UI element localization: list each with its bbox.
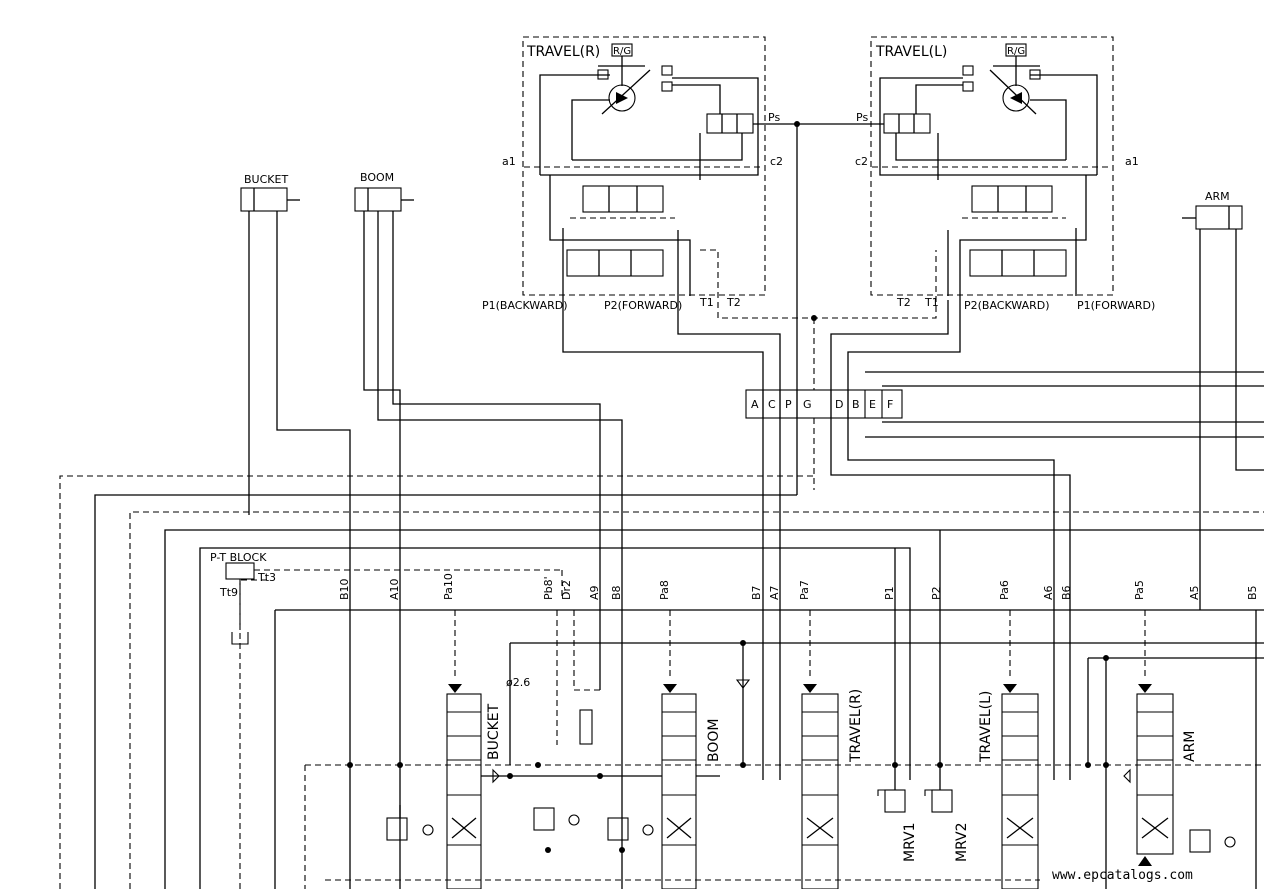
mrv2-relief: MRV2	[924, 789, 970, 862]
port-label: Dr2	[560, 580, 573, 600]
c2-label-right: c2	[770, 155, 783, 168]
port-label: B8	[610, 585, 623, 600]
bucket-cylinder: BUCKET	[240, 173, 351, 600]
travel-l-spool-label: TRAVEL(L)	[978, 691, 994, 763]
port-label: B10	[338, 578, 351, 600]
swivel-port: B	[852, 398, 860, 411]
t1-label-left: T1	[924, 296, 939, 309]
travel-r-title: TRAVEL(R)	[526, 44, 600, 60]
bucket-cylinder-label: BUCKET	[244, 173, 288, 186]
ps-label-left: Ps	[856, 111, 868, 124]
bucket-spool-label: BUCKET	[486, 703, 502, 760]
mrv1-relief: MRV1	[877, 789, 918, 862]
port-label: A9	[588, 585, 601, 600]
t2-label-left: T2	[896, 296, 911, 309]
arm-spool-label: ARM	[1182, 731, 1198, 762]
counterbalance-valve-left	[883, 113, 931, 134]
watermark: www.epcatalogs.com	[1052, 868, 1193, 883]
travel-motor-right: TRAVEL(R) R/G Ps a1 c2	[482, 36, 796, 312]
port-label: B6	[1060, 585, 1073, 600]
travel-r-spool-label: TRAVEL(R)	[848, 689, 864, 763]
swivel-port: D	[835, 398, 843, 411]
counterbalance-valve-right	[706, 113, 754, 134]
relief-valves	[386, 805, 1236, 853]
travel-motor-left: TRAVEL(L) R/G Ps a1 c2 T2	[796, 36, 1155, 312]
port-label: Pa8	[658, 580, 671, 600]
port-label: A7	[768, 585, 781, 600]
boom-cylinder: BOOM	[354, 171, 623, 690]
arm-cylinder-label: ARM	[1205, 190, 1230, 203]
port-label: P1	[883, 586, 896, 600]
swivel-port: A	[751, 398, 759, 411]
tt3-label: Tt3	[257, 571, 276, 584]
tt9-label: Tt9	[219, 586, 238, 599]
boom-cylinder-label: BOOM	[360, 171, 394, 184]
port-label: Pa10	[442, 573, 455, 600]
port-label: A5	[1188, 585, 1201, 600]
two-speed-valve-right	[582, 185, 664, 213]
port-label: B7	[750, 585, 763, 600]
p1-forward-label-left: P1(FORWARD)	[1077, 299, 1155, 312]
travel-r-spool: TRAVEL(R)	[801, 684, 864, 889]
port-labels: B10 A10 Pa10 Pb8' Dr2 A9 B8 Pa8 B7 A7 Pa…	[338, 573, 1259, 600]
boom-spool-label: BOOM	[706, 719, 722, 762]
junctions	[347, 640, 1109, 853]
port-label: Pa5	[1133, 580, 1146, 600]
pt-block: P-T BLOCK Tt3 Tt9	[210, 551, 563, 645]
p1-backward-label-right: P1(BACKWARD)	[482, 299, 568, 312]
bucket-spool: BUCKET	[446, 684, 502, 889]
p2-forward-label-right: P2(FORWARD)	[604, 299, 682, 312]
port-label: Pa6	[998, 580, 1011, 600]
swivel-port: E	[869, 398, 876, 411]
motor-symbol-right	[608, 84, 636, 112]
boom-spool: BOOM	[661, 684, 722, 889]
rg-label-left: R/G	[1007, 46, 1025, 57]
t1-label-right: T1	[699, 296, 714, 309]
swivel-port: C	[768, 398, 776, 411]
port-label: Pb8'	[542, 576, 555, 600]
swivel-port: P	[785, 398, 792, 411]
swivel-port: G	[803, 398, 812, 411]
swivel-joint: A C P G D B E F	[745, 389, 903, 419]
p2-backward-label-left: P2(BACKWARD)	[964, 299, 1050, 312]
relief-block-right	[566, 249, 664, 277]
swivel-port: F	[887, 398, 893, 411]
motor-symbol-left	[1002, 84, 1030, 112]
c2-label-left: c2	[855, 155, 868, 168]
travel-l-spool: TRAVEL(L)	[978, 684, 1039, 889]
a1-label-right: a1	[502, 155, 516, 168]
orifice-label: ø2.6	[506, 676, 530, 689]
rg-label-right: R/G	[613, 46, 631, 57]
a1-label-left: a1	[1125, 155, 1139, 168]
t2-label-right: T2	[726, 296, 741, 309]
ps-label-right: Ps	[768, 111, 780, 124]
arm-cylinder: ARM	[1182, 190, 1264, 610]
port-label: P2	[930, 586, 943, 600]
relief-block-left	[969, 249, 1067, 277]
port-label: A10	[388, 578, 401, 600]
mrv2-label: MRV2	[954, 822, 970, 862]
arm-spool: ARM	[1136, 684, 1198, 866]
port-label: B5	[1246, 585, 1259, 600]
mrv1-label: MRV1	[902, 822, 918, 862]
port-label: A6	[1042, 585, 1055, 600]
pt-block-label: P-T BLOCK	[210, 551, 267, 564]
two-speed-valve-left	[971, 185, 1053, 213]
travel-l-title: TRAVEL(L)	[875, 44, 947, 60]
port-label: Pa7	[798, 580, 811, 600]
